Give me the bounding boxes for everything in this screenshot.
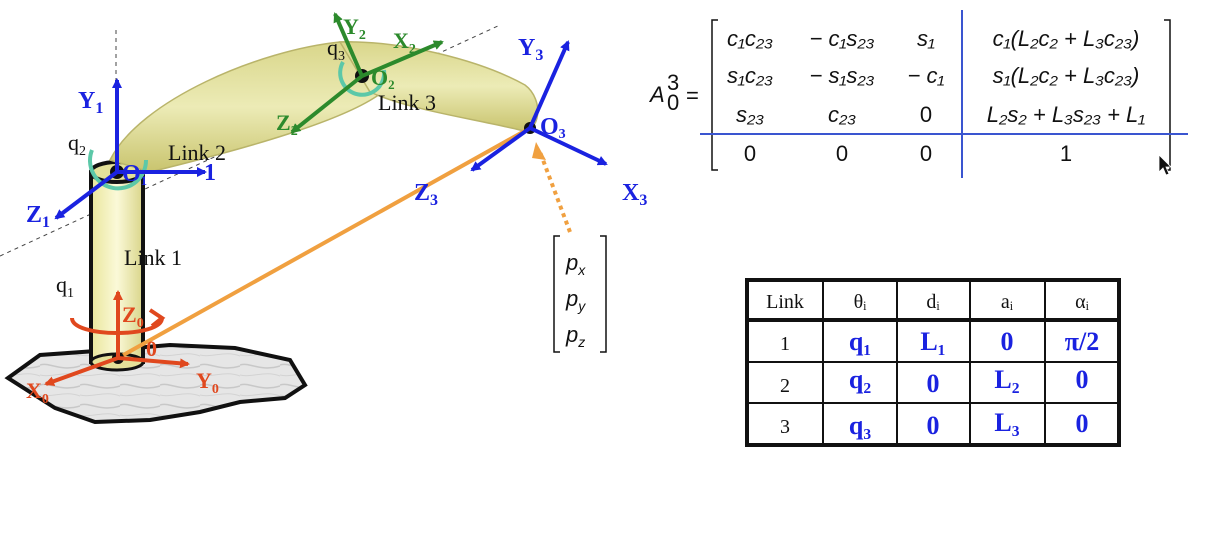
p-z: pz (565, 322, 585, 350)
link3-body (338, 41, 539, 132)
label-o3: O3 (540, 114, 566, 142)
m-3-3: 1 (1060, 141, 1072, 166)
dh-row2-a: L₂ (994, 365, 1019, 394)
dh-header-link: Link (766, 291, 804, 313)
p-vector: px py pz (553, 235, 607, 353)
matrix-right-bracket (1164, 19, 1171, 171)
label-z0: Z0 (122, 302, 144, 331)
label-link3: Link 3 (378, 90, 436, 115)
axis-z3 (470, 126, 532, 172)
label-z1: Z1 (26, 202, 50, 231)
mouse-cursor-icon (1158, 154, 1172, 176)
matrix-lhs-sub: 0 (667, 90, 679, 115)
dh-header-theta: θᵢ (854, 291, 868, 313)
dh-row1-theta: q₁ (849, 327, 871, 356)
axis-x2 (361, 40, 444, 78)
label-y2: Y2 (343, 14, 366, 43)
label-q3: q3 (327, 35, 345, 64)
robot-arm-drawing: Y1 Z1 O1 1 q2 q3 q1 Link 1 Link 2 Link 3… (0, 12, 647, 425)
label-x2: X2 (393, 28, 416, 57)
m-0-1: − c₁s₂₃ (809, 26, 874, 51)
dh-header-alpha: αᵢ (1075, 291, 1089, 313)
dh-row3-alpha: 0 (1076, 409, 1089, 438)
position-vector (117, 126, 531, 360)
dh-row3-a: L₃ (994, 408, 1019, 437)
link2-body (108, 41, 391, 173)
label-o1: O1 (122, 161, 147, 188)
axis-z1 (54, 170, 119, 220)
dh-row1-link: 1 (780, 333, 790, 355)
dh-row1-a: 0 (1001, 327, 1014, 356)
label-q1: q1 (56, 272, 74, 301)
m-0-3: c₁(L₂c₂ + L₃c₂₃) (993, 26, 1140, 51)
m-1-1: − s₁s₂₃ (809, 63, 874, 88)
dh-row2-link: 2 (780, 375, 790, 397)
label-x0: X0 (26, 378, 49, 407)
axis-y3 (528, 40, 570, 129)
m-1-2: − c₁ (908, 63, 945, 88)
matrix-left-bracket (711, 19, 718, 171)
m-3-1: 0 (836, 141, 848, 166)
label-y0: Y0 (196, 368, 219, 397)
label-x1-sub: 1 (204, 160, 216, 186)
label-y3: Y3 (518, 35, 543, 64)
dh-header-d: dᵢ (926, 291, 940, 313)
dh-row1-d: L₁ (920, 327, 945, 356)
label-o2: O2 (371, 65, 395, 92)
m-2-2: 0 (920, 102, 932, 127)
m-3-0: 0 (744, 141, 756, 166)
axis-x0 (44, 356, 119, 386)
m-0-0: c₁c₂₃ (727, 26, 773, 51)
m-1-3: s₁(L₂c₂ + L₃c₂₃) (993, 63, 1140, 88)
label-link2: Link 2 (168, 140, 226, 165)
dh-row2-d: 0 (927, 369, 940, 398)
m-1-0: s₁c₂₃ (727, 63, 773, 88)
matrix-lhs: A (648, 82, 665, 107)
matrix-equals: = (686, 83, 699, 108)
label-x3: X3 (622, 180, 647, 209)
m-0-2: s₁ (917, 26, 935, 51)
m-3-2: 0 (920, 141, 932, 166)
dh-row2-alpha: 0 (1076, 365, 1089, 394)
label-z3: Z3 (414, 180, 438, 209)
label-q2: q2 (68, 130, 86, 159)
p-x: px (565, 250, 586, 278)
dh-row3-theta: q₃ (849, 411, 871, 440)
transformation-matrix: A 3 0 = c₁c₂₃ − c₁s₂₃ s₁ c₁(L₂c₂ + L₃c₂₃… (648, 10, 1188, 178)
m-2-0: s₂₃ (736, 102, 764, 127)
dh-header-a: aᵢ (1001, 291, 1014, 313)
axis-z2 (290, 74, 364, 134)
m-2-1: c₂₃ (828, 102, 856, 127)
label-z2: Z2 (276, 110, 298, 139)
dh-row3-link: 3 (780, 416, 790, 438)
label-link1: Link 1 (124, 245, 182, 270)
p-y: py (565, 286, 586, 314)
axis-y2 (333, 12, 364, 77)
dh-row2-theta: q₂ (849, 365, 871, 394)
axis-x3 (529, 126, 608, 166)
dh-row3-d: 0 (927, 411, 940, 440)
dh-parameter-table: Link θᵢ dᵢ aᵢ αᵢ 1 q₁ L₁ 0 π/2 2 q₂ 0 L₂… (745, 278, 1121, 447)
q3-rotation-arc (338, 61, 387, 97)
matrix-lhs-sup: 3 (667, 70, 679, 95)
position-pointer (538, 151, 572, 233)
m-2-3: L₂s₂ + L₃s₂₃ + L₁ (987, 102, 1145, 127)
dh-row1-alpha: π/2 (1065, 327, 1099, 356)
axis-y0 (117, 356, 190, 369)
label-y1: Y1 (78, 88, 103, 117)
label-o0-sub: 0 (146, 336, 157, 361)
